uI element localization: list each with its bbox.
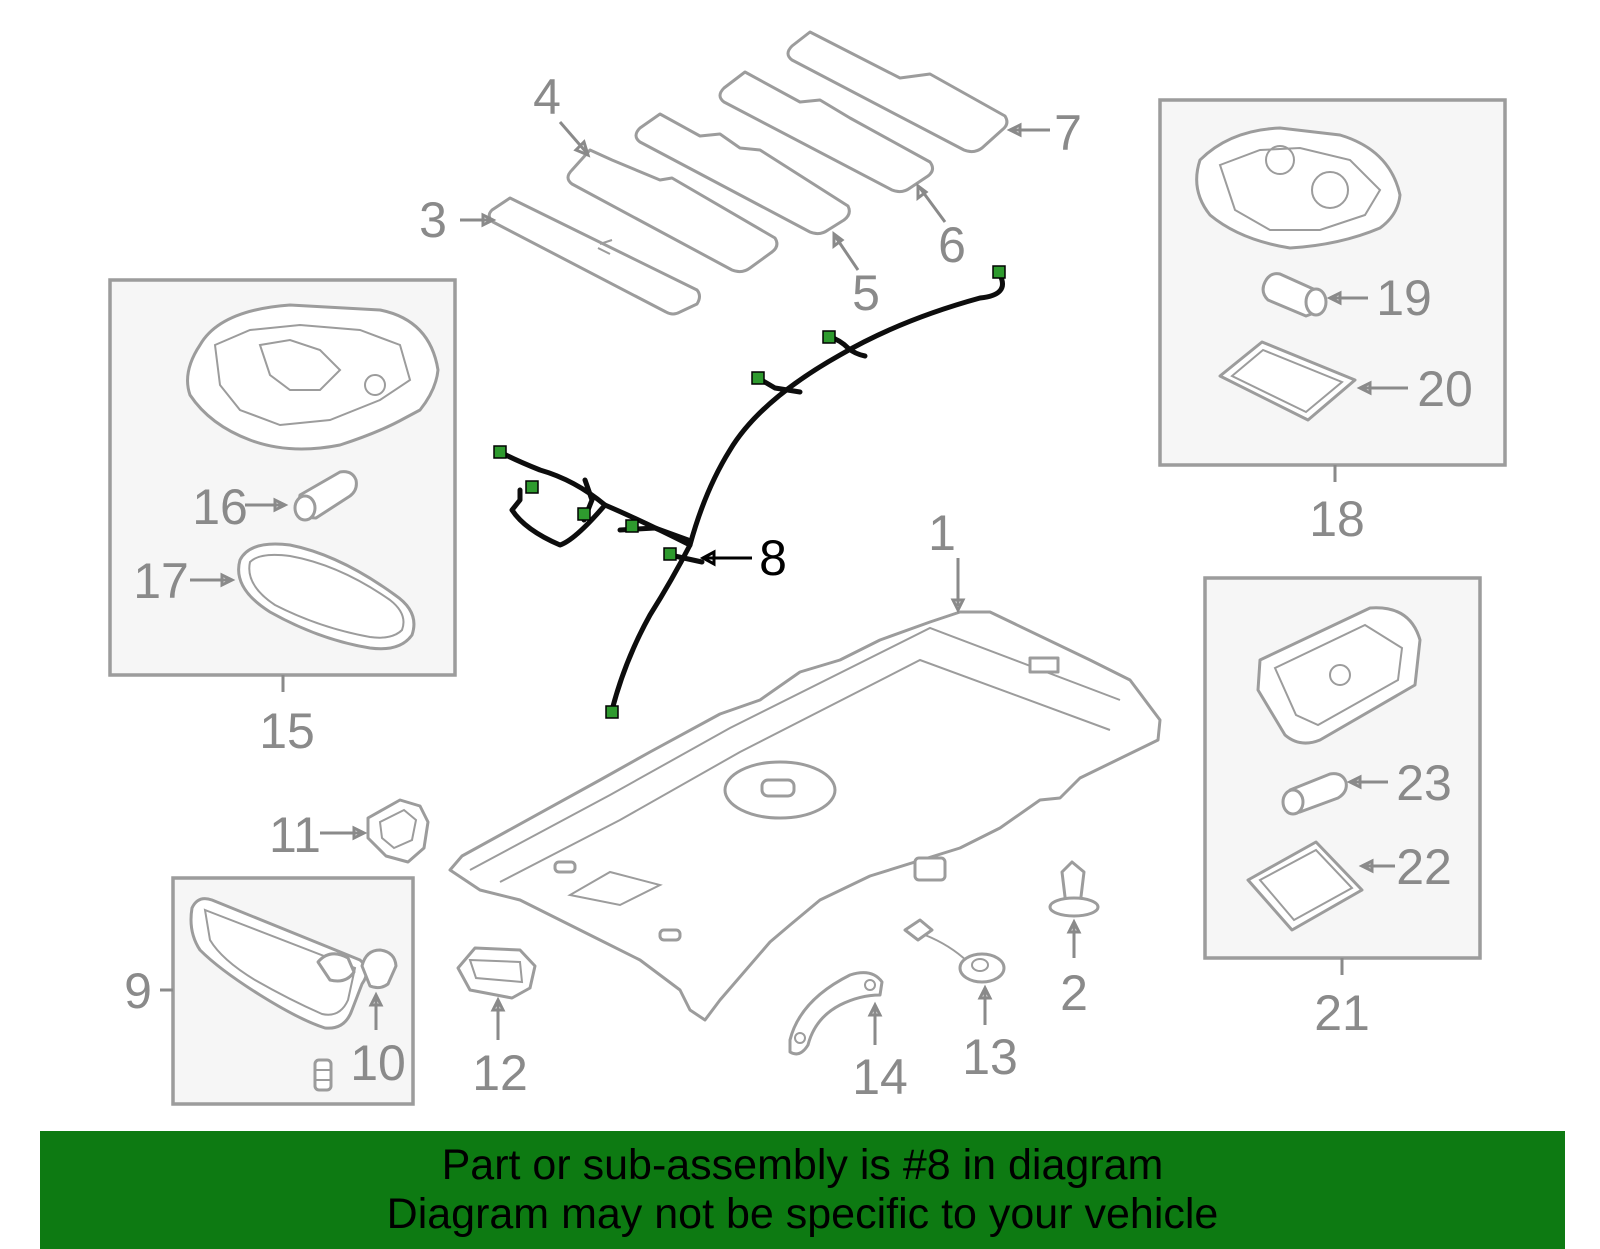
- callout-4: 4: [533, 69, 561, 125]
- pad-7: [786, 30, 1009, 154]
- callout-16: 16: [192, 479, 248, 535]
- callout-1: 1: [928, 505, 956, 561]
- callout-13: 13: [962, 1029, 1018, 1085]
- visor-clip-10: [360, 948, 398, 990]
- banner-line-2: Diagram may not be specific to your vehi…: [386, 1190, 1219, 1238]
- callout-22: 22: [1396, 839, 1452, 895]
- callout-20: 20: [1417, 361, 1473, 417]
- bulb-16: [293, 470, 358, 522]
- pad-6: [718, 70, 935, 194]
- callout-5: 5: [852, 265, 880, 321]
- grab-handle-14: [788, 971, 884, 1056]
- callout-11: 11: [269, 807, 321, 863]
- pad-5: [634, 112, 851, 236]
- fastener-2: [1048, 860, 1100, 918]
- callout-23: 23: [1396, 755, 1452, 811]
- callout-15: 15: [259, 703, 315, 759]
- callout-7: 7: [1054, 105, 1082, 161]
- clip-11: [366, 798, 430, 864]
- callout-6: 6: [938, 217, 966, 273]
- callout-2: 2: [1060, 965, 1088, 1021]
- headliner: [448, 610, 1162, 1022]
- map-lamp-18: [1195, 126, 1402, 250]
- lens-22: [1246, 840, 1364, 932]
- lens-20: [1218, 340, 1357, 422]
- map-lamp-21: [1256, 606, 1422, 745]
- map-lamp-15: [186, 303, 440, 451]
- callout-19: 19: [1376, 270, 1432, 326]
- pad-4: [566, 148, 779, 274]
- pad-3: [487, 196, 701, 316]
- wire-harness: [493, 265, 1006, 719]
- screw: [313, 1058, 333, 1092]
- sun-visor: [189, 897, 368, 1030]
- info-banner: Part or sub-assembly is #8 in diagram Di…: [40, 1131, 1565, 1249]
- callout-18: 18: [1309, 491, 1365, 547]
- antenna-13: [903, 918, 1006, 984]
- callout-14: 14: [852, 1049, 908, 1105]
- callout-12: 12: [472, 1045, 528, 1101]
- bulb-23: [1281, 772, 1348, 816]
- callout-8: 8: [759, 530, 787, 586]
- callout-17: 17: [133, 553, 189, 609]
- bulb-19: [1261, 272, 1328, 318]
- lamp-12: [456, 946, 537, 1000]
- callout-3: 3: [419, 192, 447, 248]
- lens-17: [237, 542, 416, 651]
- callout-9: 9: [124, 963, 152, 1019]
- banner-line-1: Part or sub-assembly is #8 in diagram: [441, 1141, 1164, 1189]
- callout-10: 10: [350, 1035, 406, 1091]
- callout-21: 21: [1314, 985, 1370, 1041]
